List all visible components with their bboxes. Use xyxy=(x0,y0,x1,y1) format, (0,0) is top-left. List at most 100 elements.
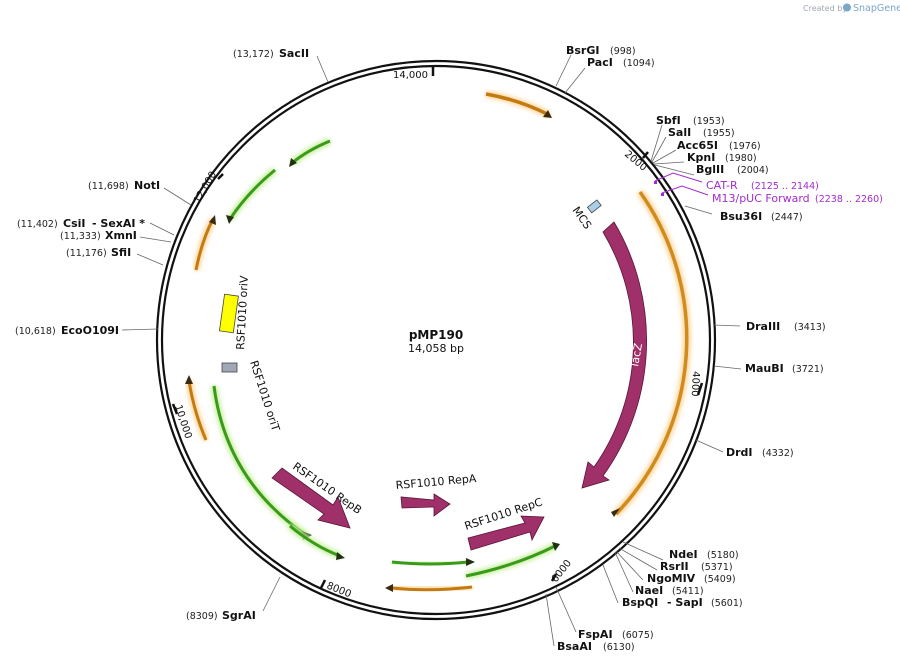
orange-feature-bottom-arrow-icon xyxy=(385,584,393,592)
primer-cat-r: CAT-R xyxy=(706,179,738,192)
tick-label-6000: 6000 xyxy=(550,558,574,585)
enzyme-xmni: XmnI xyxy=(105,229,137,242)
orange-feature-lowerleft xyxy=(187,380,208,441)
enzyme-bsrgi-pos: (998) xyxy=(610,46,636,57)
orit-feature xyxy=(221,362,238,373)
enzyme-xmni-pos: (11,333) xyxy=(60,231,101,242)
enzyme-sapi: - SapI xyxy=(667,596,703,609)
enzyme-noti-pos: (11,698) xyxy=(88,181,129,192)
primer-markers xyxy=(654,172,709,196)
enzyme-sbfi: SbfI xyxy=(656,114,681,127)
enzyme-naei-pos: (5411) xyxy=(672,586,704,597)
enzyme-sacii: SacII xyxy=(279,47,309,60)
oriv-feature xyxy=(218,293,239,334)
enzyme-ndei: NdeI xyxy=(669,548,698,561)
tick-label-4000: 4000 xyxy=(689,371,701,397)
tick-8000 xyxy=(319,579,327,589)
repa-label: RSF1010 RepA xyxy=(395,472,477,492)
tick-2000 xyxy=(642,151,649,159)
enzyme-bsaai-pos: (6130) xyxy=(603,642,635,653)
enzyme-paci-pos: (1094) xyxy=(623,58,655,69)
green-feature-left-arrow-icon xyxy=(226,215,234,224)
enzyme-csii: CsiI xyxy=(63,217,85,230)
backbone-outer xyxy=(155,59,717,621)
green-feature-bottomright-glow xyxy=(465,542,557,580)
tick-label-12000: 12,000 xyxy=(192,170,219,206)
plasmid-name: pMP190 xyxy=(409,328,463,342)
enzyme-csii-pos: (11,402) xyxy=(17,219,58,230)
green-feature-bottomright-arrow-icon xyxy=(552,542,560,551)
enzyme-fspai: FspAI xyxy=(578,628,613,641)
enzyme-ecoo109i-pos: (10,618) xyxy=(15,326,56,337)
enzyme-bglii: BglII xyxy=(696,163,724,176)
orange-feature-top xyxy=(485,92,550,117)
enzyme-maubi-pos: (3721) xyxy=(792,364,824,375)
orange-feature-lowerleft-arrow-icon xyxy=(185,375,193,384)
enzyme-ngomiv: NgoMIV xyxy=(647,572,696,585)
green-feature-lowerleft-glow xyxy=(210,385,308,538)
enzyme-bspqi: BspQI xyxy=(622,596,658,609)
enzyme-drdi-pos: (4332) xyxy=(762,448,794,459)
enzyme-sgrai-pos: (8309) xyxy=(186,611,218,622)
enzyme-bglii-pos: (2004) xyxy=(737,165,769,176)
enzyme-paci: PacI xyxy=(587,56,613,69)
enzyme-kpni-pos: (1980) xyxy=(725,153,757,164)
enzyme-sacii-pos: (13,172) xyxy=(233,49,274,60)
enzyme-ecoo109i: EcoO109I xyxy=(61,324,119,337)
enzyme-draiii: DraIII xyxy=(746,320,780,333)
orange-feature-right-arrow-icon xyxy=(611,508,620,517)
enzyme-sgrai: SgrAI xyxy=(222,609,256,622)
enzyme-sexai: - SexAI * xyxy=(92,217,145,230)
tick-6000 xyxy=(550,573,558,582)
enzyme-sfii: SfiI xyxy=(111,246,131,259)
tick-label-14000: 14,000 xyxy=(393,70,428,81)
primer-m13-puc-forward-pos: (2238 .. 2260) xyxy=(815,194,883,205)
green-feature-bottomleft-arrow-icon xyxy=(336,552,345,560)
green-feature-topleft xyxy=(291,139,331,165)
enzyme-drdi: DrdI xyxy=(726,446,753,459)
green-feature-bottomleft xyxy=(289,524,341,558)
repb-feature xyxy=(271,467,351,529)
green-feature-left xyxy=(228,168,276,220)
green-feature-lowerleft xyxy=(212,385,307,537)
enzyme-sali: SalI xyxy=(668,126,691,139)
orange-feature-right xyxy=(614,190,689,516)
enzyme-bsrgi: BsrGI xyxy=(566,44,599,57)
enzyme-rsrii-pos: (5371) xyxy=(701,562,733,573)
enzyme-naei: NaeI xyxy=(635,584,663,597)
enzyme-fspai-pos: (6075) xyxy=(622,630,654,641)
repc-feature xyxy=(467,515,545,551)
orange-feature-top-arrow-icon xyxy=(543,110,552,118)
enzyme-bsu36i-pos: (2447) xyxy=(771,212,803,223)
green-feature-bottom xyxy=(391,560,469,566)
enzyme-sapi-pos: (5601) xyxy=(711,598,743,609)
enzyme-maubi: MauBI xyxy=(745,362,784,375)
green-feature-bottomright xyxy=(465,544,556,578)
oriv-label: RSF1010 oriV xyxy=(234,275,251,350)
tick-4000 xyxy=(696,382,704,396)
enzyme-sbfi-pos: (1953) xyxy=(693,116,725,127)
plasmid-length: 14,058 bp xyxy=(408,342,464,355)
lacz-label: lacZ xyxy=(628,342,645,368)
tick-10000 xyxy=(171,403,179,415)
enzyme-acc65i: Acc65I xyxy=(677,139,718,152)
lacz-feature xyxy=(581,221,647,489)
repa-feature xyxy=(400,493,451,517)
enzyme-draiii-pos: (3413) xyxy=(794,322,826,333)
enzyme-sfii-pos: (11,176) xyxy=(66,248,107,259)
snapgene-brand: SnapGene xyxy=(853,3,900,14)
orit-label: RSF1010 oriT xyxy=(247,359,282,433)
enzyme-bsaai: BsaAI xyxy=(557,640,592,653)
primer-m13-puc-forward: M13/pUC Forward xyxy=(712,192,810,205)
enzyme-kpni: KpnI xyxy=(687,151,715,164)
enzyme-leaders xyxy=(121,54,742,647)
orange-feature-left-arrow-icon xyxy=(209,215,216,225)
backbone-inner xyxy=(160,64,712,616)
created-by-label: Created by xyxy=(803,4,847,13)
mcs-feature xyxy=(586,199,602,214)
primer-cat-r-pos: (2125 .. 2144) xyxy=(751,181,819,192)
snapgene-logo-icon xyxy=(843,3,851,12)
enzyme-ndei-pos: (5180) xyxy=(707,550,739,561)
orange-feature-bottom xyxy=(391,585,473,592)
